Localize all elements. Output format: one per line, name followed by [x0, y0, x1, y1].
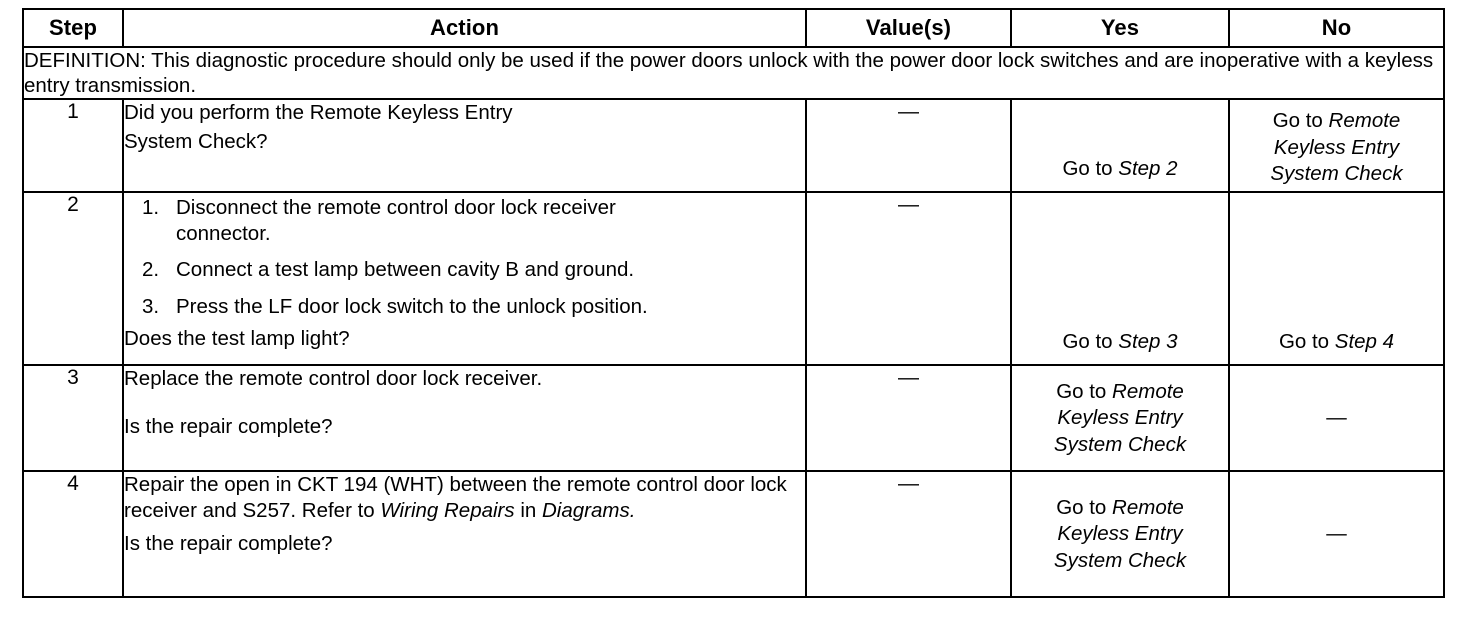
yes-cell: Go to Step 2	[1010, 98, 1230, 194]
action-question: Is the repair complete?	[124, 415, 333, 439]
definition-row: DEFINITION: This diagnostic procedure sh…	[22, 45, 1445, 101]
goto-reference: System Check	[1053, 548, 1187, 572]
table-row: 1 Did you perform the Remote Keyless Ent…	[22, 98, 1445, 194]
step-number: 3	[22, 364, 124, 473]
column-header-action: Action	[122, 8, 807, 48]
yes-cell: Go to Remote Keyless Entry System Check	[1010, 364, 1230, 473]
action-cell: Replace the remote control door lock rec…	[122, 364, 807, 473]
goto-reference: Remote	[1328, 109, 1401, 133]
table-row: 2 1. Disconnect the remote control door …	[22, 191, 1445, 367]
list-marker: 3.	[142, 294, 160, 318]
action-text: Repair the open in CKT 194 (WHT) between…	[124, 473, 787, 523]
column-header-yes: Yes	[1010, 8, 1230, 48]
table-row: 4 Repair the open in CKT 194 (WHT) betwe…	[22, 470, 1445, 599]
value-cell: —	[805, 364, 1012, 473]
goto-reference: Step 2	[1118, 157, 1178, 181]
list-item: 1. Disconnect the remote control door lo…	[124, 195, 805, 246]
definition-text: DEFINITION: This diagnostic procedure sh…	[22, 45, 1445, 101]
no-cell: —	[1228, 470, 1445, 599]
list-marker: 2.	[142, 258, 160, 282]
action-line: System Check?	[124, 130, 268, 154]
goto-prefix: Go to	[1056, 380, 1113, 404]
action-line: Replace the remote control door lock rec…	[124, 367, 543, 391]
step-number: 4	[22, 470, 124, 599]
action-question: Does the test lamp light?	[124, 327, 350, 351]
diagnostic-table: Step Action Value(s) Yes No DEFINITION: …	[22, 8, 1445, 599]
list-marker: 1.	[142, 196, 160, 220]
goto-reference: Keyless Entry	[1057, 406, 1183, 430]
goto-reference: Step 3	[1118, 330, 1178, 354]
action-cell: Repair the open in CKT 194 (WHT) between…	[122, 470, 807, 599]
no-cell: —	[1228, 364, 1445, 473]
goto-prefix: Go to	[1062, 157, 1119, 181]
goto-reference: Remote	[1112, 496, 1184, 520]
table-header-row: Step Action Value(s) Yes No	[22, 8, 1445, 48]
table-row: 3 Replace the remote control door lock r…	[22, 364, 1445, 473]
goto-prefix: Go to	[1056, 496, 1113, 520]
action-reference: Diagrams.	[542, 499, 636, 523]
list-text: Press the LF door lock switch to the unl…	[176, 294, 648, 318]
goto-reference: System Check	[1053, 432, 1187, 456]
value-cell: —	[805, 470, 1012, 599]
action-cell: Did you perform the Remote Keyless Entry…	[122, 98, 807, 194]
value-cell: —	[805, 98, 1012, 194]
action-line: Repair the open in CKT 194 (WHT) between…	[124, 472, 805, 523]
list-item: 2. Connect a test lamp between cavity B …	[124, 257, 805, 282]
spacer	[124, 392, 805, 414]
goto-reference: System Check	[1270, 161, 1403, 185]
action-reference: Wiring Repairs	[380, 499, 515, 523]
yes-cell: Go to Remote Keyless Entry System Check	[1010, 470, 1230, 599]
goto-prefix: Go to	[1062, 330, 1119, 354]
goto-reference: Keyless Entry	[1057, 522, 1183, 546]
no-cell: Go to Step 4	[1228, 191, 1445, 367]
list-text: Disconnect the remote control door lock …	[176, 196, 616, 220]
column-header-values: Value(s)	[805, 8, 1012, 48]
list-text: Connect a test lamp between cavity B and…	[176, 258, 635, 282]
step-number: 2	[22, 191, 124, 367]
goto-prefix: Go to	[1278, 330, 1335, 354]
yes-cell: Go to Step 3	[1010, 191, 1230, 367]
value-cell: —	[805, 191, 1012, 367]
action-line: Did you perform the Remote Keyless Entry	[124, 101, 513, 125]
action-cell: 1. Disconnect the remote control door lo…	[122, 191, 807, 367]
column-header-no: No	[1228, 8, 1445, 48]
goto-prefix: Go to	[1272, 109, 1329, 133]
no-cell: Go to Remote Keyless Entry System Check	[1228, 98, 1445, 194]
column-header-step: Step	[22, 8, 124, 48]
step-number: 1	[22, 98, 124, 194]
action-step-list: 1. Disconnect the remote control door lo…	[124, 195, 805, 319]
list-text: connector.	[176, 221, 271, 245]
list-item: 3. Press the LF door lock switch to the …	[124, 294, 805, 319]
goto-reference: Keyless Entry	[1273, 135, 1400, 159]
goto-reference: Remote	[1112, 380, 1184, 404]
action-text: in	[514, 499, 542, 523]
action-question: Is the repair complete?	[124, 531, 333, 555]
goto-reference: Step 4	[1334, 330, 1395, 354]
